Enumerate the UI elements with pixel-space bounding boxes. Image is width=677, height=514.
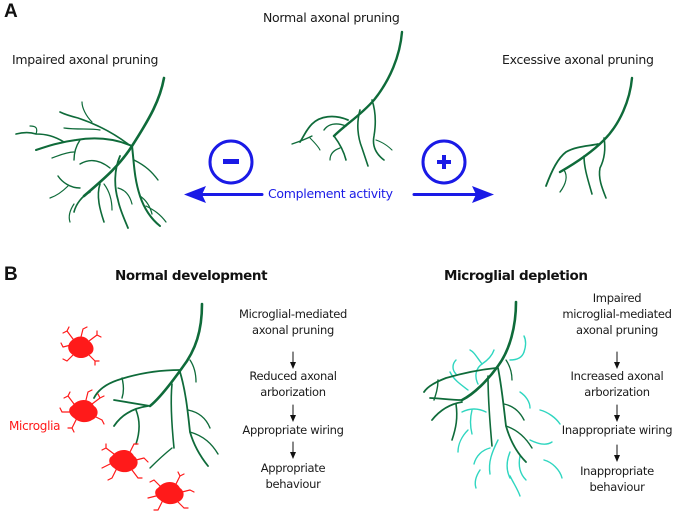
normal-flow-arrows: [290, 351, 296, 459]
depletion-extra-branches: [449, 335, 563, 497]
microglia-cell: [59, 389, 105, 433]
normal-development-tree: [93, 302, 219, 469]
right-arrow-icon: [412, 186, 494, 203]
down-arrow-icon: [290, 441, 296, 459]
microglia-cell: [60, 326, 102, 366]
down-arrow-icon: [290, 351, 296, 369]
down-arrow-icon: [614, 351, 620, 369]
depletion-flow-step-3: Inappropriate wiring: [561, 423, 673, 437]
normal-axon-tree: [291, 30, 404, 167]
depletion-axon-tree: [423, 300, 533, 463]
plus-circle-icon: [421, 139, 467, 185]
depletion-flow-step-1: Impaired microglial-mediated axonal prun…: [562, 291, 672, 337]
complement-activity-label: Complement activity: [268, 186, 393, 201]
down-arrow-icon: [290, 404, 296, 422]
depletion-flow-step-2: Increased axonal arborization: [570, 369, 664, 399]
down-arrow-icon: [614, 404, 620, 422]
normal-flow: Microglial-mediated axonal pruning: [233, 306, 353, 338]
panel-a-label: A: [4, 1, 18, 22]
microglia-cell: [101, 443, 149, 481]
normal-flow-step-3: Appropriate wiring: [242, 423, 344, 437]
flow-step-1: Microglial-mediated axonal pruning: [238, 307, 348, 337]
left-arrow-icon: [184, 186, 264, 203]
normal-flow-step-2: Reduced axonal arborization: [249, 369, 337, 399]
depletion-flow-step-4: Inappropriate behaviour: [580, 464, 654, 494]
excessive-axon-tree: [545, 76, 634, 199]
minus-circle-icon: [208, 139, 254, 185]
microglia-cells: [59, 326, 195, 511]
normal-development-title: Normal development: [115, 268, 268, 284]
depletion-flow-arrows: [614, 351, 620, 462]
microglial-depletion-title: Microglial depletion: [444, 268, 588, 284]
panel-b-label: B: [4, 264, 18, 285]
microglia-cell: [147, 471, 195, 511]
normal-pruning-title: Normal axonal pruning: [263, 10, 400, 25]
microglia-label: Microglia: [9, 419, 61, 433]
impaired-axon-tree: [15, 76, 167, 229]
impaired-pruning-title: Impaired axonal pruning: [12, 52, 159, 67]
excessive-pruning-title: Excessive axonal pruning: [502, 52, 654, 67]
down-arrow-icon: [614, 444, 620, 462]
normal-flow-step-4: Appropriate behaviour: [260, 461, 326, 491]
